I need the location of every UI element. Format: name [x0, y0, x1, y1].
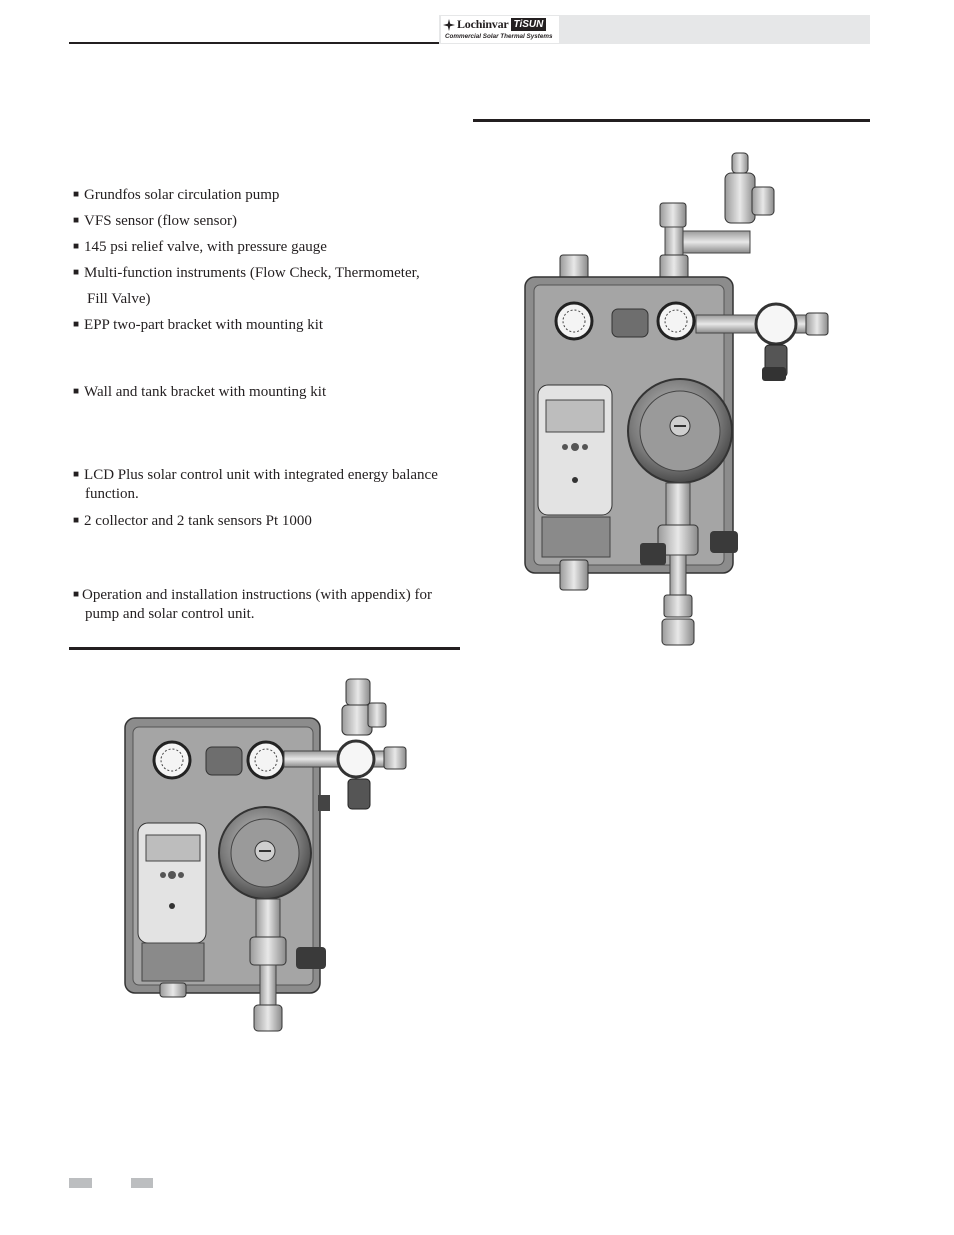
- pump-station-image-left: [124, 678, 407, 1032]
- bullet-list-standard: ■Grundfos solar circulation pump ■VFS se…: [73, 182, 420, 338]
- list-item-continued: pump and solar control unit.: [85, 606, 255, 622]
- pump-station-image-right: [524, 152, 829, 646]
- list-item: ■2 collector and 2 tank sensors Pt 1000: [73, 513, 312, 529]
- bullet-square-icon: ■: [73, 589, 80, 600]
- brand-logo-main: Lochinvar TiSUN: [443, 16, 547, 33]
- bullet-list-control: ■LCD Plus solar control unit with integr…: [73, 465, 438, 531]
- footer-tab-left: [69, 1178, 92, 1188]
- list-item: ■Operation and installation instructions…: [73, 587, 432, 603]
- brand-name: Lochinvar: [457, 17, 509, 31]
- bullet-square-icon: ■: [73, 215, 80, 226]
- section-rule-right: [473, 119, 870, 122]
- list-item: ■Grundfos solar circulation pump: [73, 187, 280, 203]
- bullet-list-docs: ■Operation and installation instructions…: [73, 585, 432, 624]
- bullet-square-icon: ■: [73, 515, 80, 526]
- bullet-square-icon: ■: [73, 267, 80, 278]
- section-rule-left: [69, 647, 460, 650]
- brand-badge: TiSUN: [510, 18, 547, 31]
- bullet-square-icon: ■: [73, 469, 80, 480]
- lochinvar-logo-icon: [443, 18, 455, 31]
- list-item: ■Wall and tank bracket with mounting kit: [73, 384, 327, 400]
- list-item: ■VFS sensor (flow sensor): [73, 213, 237, 229]
- list-item: ■EPP two-part bracket with mounting kit: [73, 317, 324, 333]
- brand-tagline: Commercial Solar Thermal Systems: [445, 33, 553, 40]
- bullet-list-wall: ■Wall and tank bracket with mounting kit: [73, 379, 326, 405]
- list-item: ■LCD Plus solar control unit with integr…: [73, 467, 438, 483]
- list-item-continued: Fill Valve): [87, 291, 151, 307]
- bullet-square-icon: ■: [73, 386, 80, 397]
- header-rule: [69, 42, 441, 44]
- bullet-square-icon: ■: [73, 319, 80, 330]
- bullet-square-icon: ■: [73, 189, 80, 200]
- list-item: ■Multi-function instruments (Flow Check,…: [73, 265, 420, 281]
- list-item-continued: function.: [85, 486, 139, 502]
- list-item: ■145 psi relief valve, with pressure gau…: [73, 239, 327, 255]
- footer-tab-right: [131, 1178, 153, 1188]
- bullet-square-icon: ■: [73, 241, 80, 252]
